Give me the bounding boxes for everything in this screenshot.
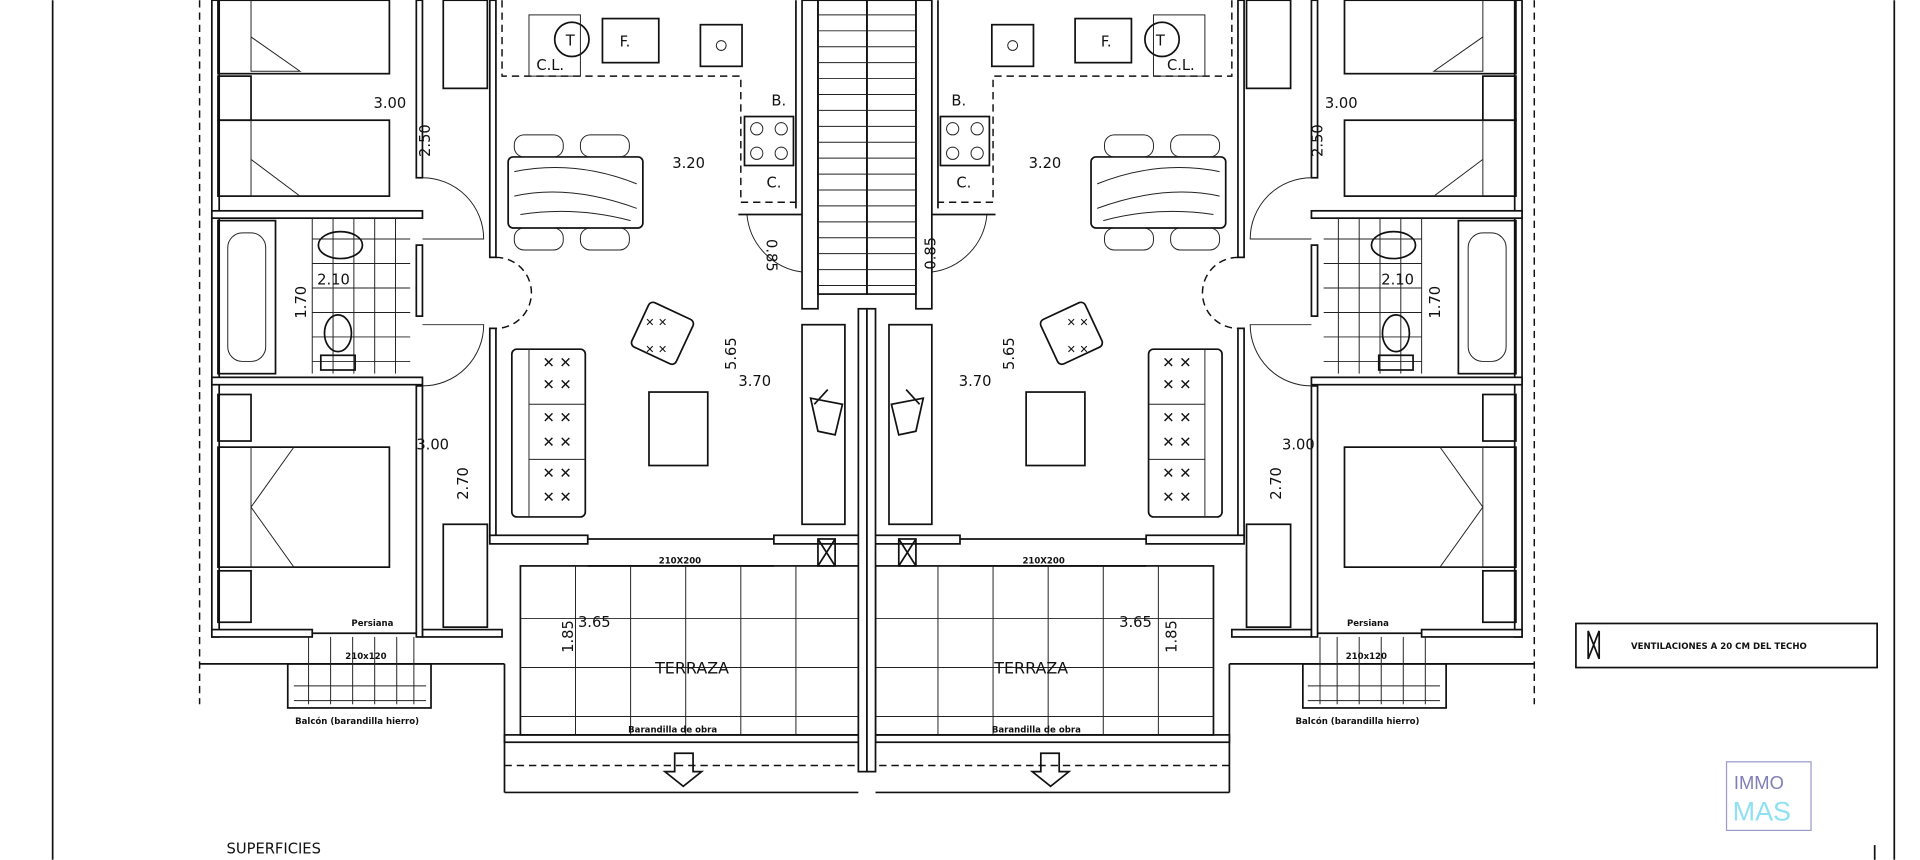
left-apartment-plan bbox=[198, 0, 868, 794]
dim-bedroom2-depth: 2.70 bbox=[455, 467, 472, 500]
label-sink-cabinet: B. bbox=[951, 93, 966, 110]
logo-line2: MAS bbox=[1733, 797, 1791, 827]
label-terrace: TERRAZA bbox=[654, 659, 729, 678]
dim-bath-width: 2.10 bbox=[1381, 271, 1414, 288]
dim-door-width: 0.85 bbox=[763, 239, 780, 272]
dim-bedroom1-width: 3.00 bbox=[1325, 95, 1358, 112]
label-terrace: TERRAZA bbox=[993, 659, 1068, 678]
label-balcony: Balcón (barandilla hierro) bbox=[1296, 716, 1420, 727]
dim-living-width: 3.70 bbox=[959, 373, 992, 390]
dim-terrace-depth: 1.85 bbox=[1164, 620, 1181, 653]
label-shutter: Persiana bbox=[351, 619, 393, 629]
label-cooker: C. bbox=[956, 175, 971, 192]
label-window-bedroom: 210x120 bbox=[345, 652, 386, 662]
dim-bedroom1-depth: 2.50 bbox=[1309, 124, 1326, 157]
label-shutter: Persiana bbox=[1347, 619, 1389, 629]
dim-living-width: 3.70 bbox=[738, 373, 771, 390]
right-apartment-plan bbox=[866, 0, 1536, 794]
label-window-living: 210X200 bbox=[659, 556, 701, 566]
label-fridge: F. bbox=[1101, 34, 1112, 51]
dim-terrace-depth: 1.85 bbox=[560, 620, 577, 653]
label-window-bedroom: 210x120 bbox=[1346, 652, 1387, 662]
logo-line1: IMMO bbox=[1734, 772, 1784, 793]
dim-living-depth: 5.65 bbox=[1001, 337, 1018, 370]
label-water-heater: T bbox=[565, 33, 576, 50]
right-unit-labels: 3.00 2.50 C.L. T F. B. 3.20 C. 0.85 2.10… bbox=[923, 33, 1444, 736]
dim-bedroom2-width: 3.00 bbox=[1282, 437, 1315, 454]
dim-bedroom1-width: 3.00 bbox=[373, 95, 406, 112]
dim-bedroom1-depth: 2.50 bbox=[417, 124, 434, 157]
label-window-living: 210X200 bbox=[1022, 556, 1064, 566]
dim-bath-depth: 1.70 bbox=[1427, 286, 1444, 319]
dim-terrace-width: 3.65 bbox=[578, 614, 611, 631]
ventilation-legend: VENTILACIONES A 20 CM DEL TECHO bbox=[1575, 622, 1878, 669]
left-unit-labels: 3.00 2.50 C.L. T F. B. 3.20 C. 0.85 2.10… bbox=[293, 33, 786, 736]
immomas-logo: IMMO MAS bbox=[1725, 761, 1812, 832]
dim-bath-depth: 1.70 bbox=[293, 286, 310, 319]
label-water-heater: T bbox=[1155, 33, 1166, 50]
dim-kitchen-width: 3.20 bbox=[672, 155, 705, 172]
label-closet: C.L. bbox=[536, 57, 564, 74]
dim-bedroom2-width: 3.00 bbox=[416, 437, 449, 454]
legend-ventilation-text: VENTILACIONES A 20 CM DEL TECHO bbox=[1631, 642, 1807, 652]
vent-x-icon bbox=[1587, 630, 1601, 660]
label-terrace-railing: Barandilla de obra bbox=[992, 725, 1081, 735]
dim-living-depth: 5.65 bbox=[723, 337, 740, 370]
label-terrace-railing: Barandilla de obra bbox=[628, 725, 717, 735]
dim-terrace-width: 3.65 bbox=[1119, 614, 1152, 631]
label-fridge: F. bbox=[620, 34, 631, 51]
dim-bedroom2-depth: 2.70 bbox=[1268, 467, 1285, 500]
dim-kitchen-width: 3.20 bbox=[1029, 155, 1062, 172]
label-balcony: Balcón (barandilla hierro) bbox=[295, 716, 419, 727]
label-closet: C.L. bbox=[1167, 57, 1195, 74]
label-cooker: C. bbox=[767, 175, 782, 192]
label-sink-cabinet: B. bbox=[771, 93, 786, 110]
surfaces-heading: SUPERFICIES bbox=[227, 841, 321, 858]
dim-door-width: 0.85 bbox=[923, 237, 940, 270]
stair-treads bbox=[817, 14, 916, 286]
dim-bath-width: 2.10 bbox=[317, 271, 350, 288]
